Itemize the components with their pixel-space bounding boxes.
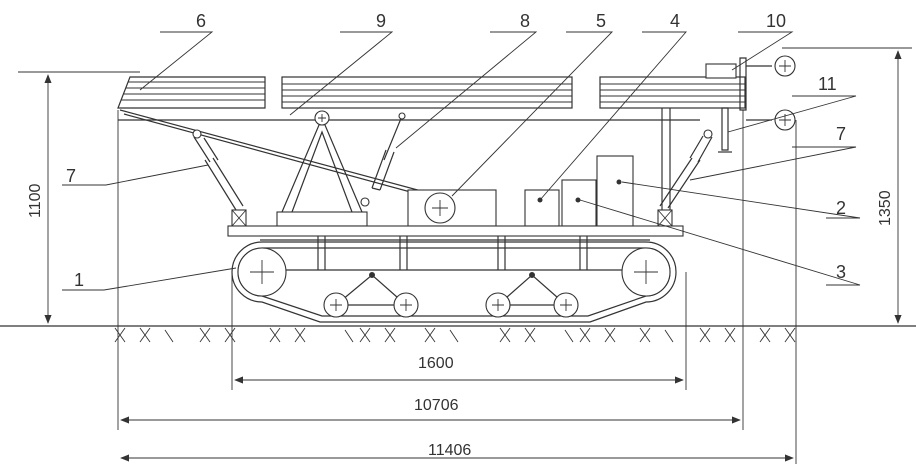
part-label-7-left: 7 <box>66 166 76 186</box>
winch-5 <box>407 189 497 227</box>
part-label-10: 10 <box>766 11 786 31</box>
dim-overall-length: 11406 <box>428 442 471 459</box>
part-label-2: 2 <box>836 198 846 218</box>
part-label-4: 4 <box>670 11 680 31</box>
extension-lines <box>18 47 912 464</box>
part-label-5: 5 <box>596 11 606 31</box>
dim-frame-length: 10706 <box>414 397 459 414</box>
chassis <box>227 225 684 271</box>
crawler-track <box>231 241 677 323</box>
dim-track-span: 1600 <box>418 355 454 372</box>
dimension-lines <box>44 50 902 462</box>
cylinder-left <box>192 129 247 227</box>
part-label-9: 9 <box>376 11 386 31</box>
part-label-6: 6 <box>196 11 206 31</box>
dim-left-height: 1100 <box>27 183 44 218</box>
cylinder-8 <box>360 112 406 207</box>
part-label-7-right: 7 <box>836 124 846 144</box>
leader-lines <box>62 31 861 291</box>
cylinder-right <box>657 129 713 227</box>
part-label-1: 1 <box>74 270 84 290</box>
roof-panels <box>117 76 746 121</box>
top-attachments <box>705 55 796 153</box>
part-label-3: 3 <box>836 262 846 282</box>
boom-tie <box>119 109 441 201</box>
dim-right-height: 1350 <box>877 190 894 226</box>
equipment-boxes <box>524 155 634 227</box>
right-mast <box>661 108 671 212</box>
ground <box>0 325 916 343</box>
part-label-8: 8 <box>520 11 530 31</box>
part-label-11: 11 <box>818 74 837 94</box>
